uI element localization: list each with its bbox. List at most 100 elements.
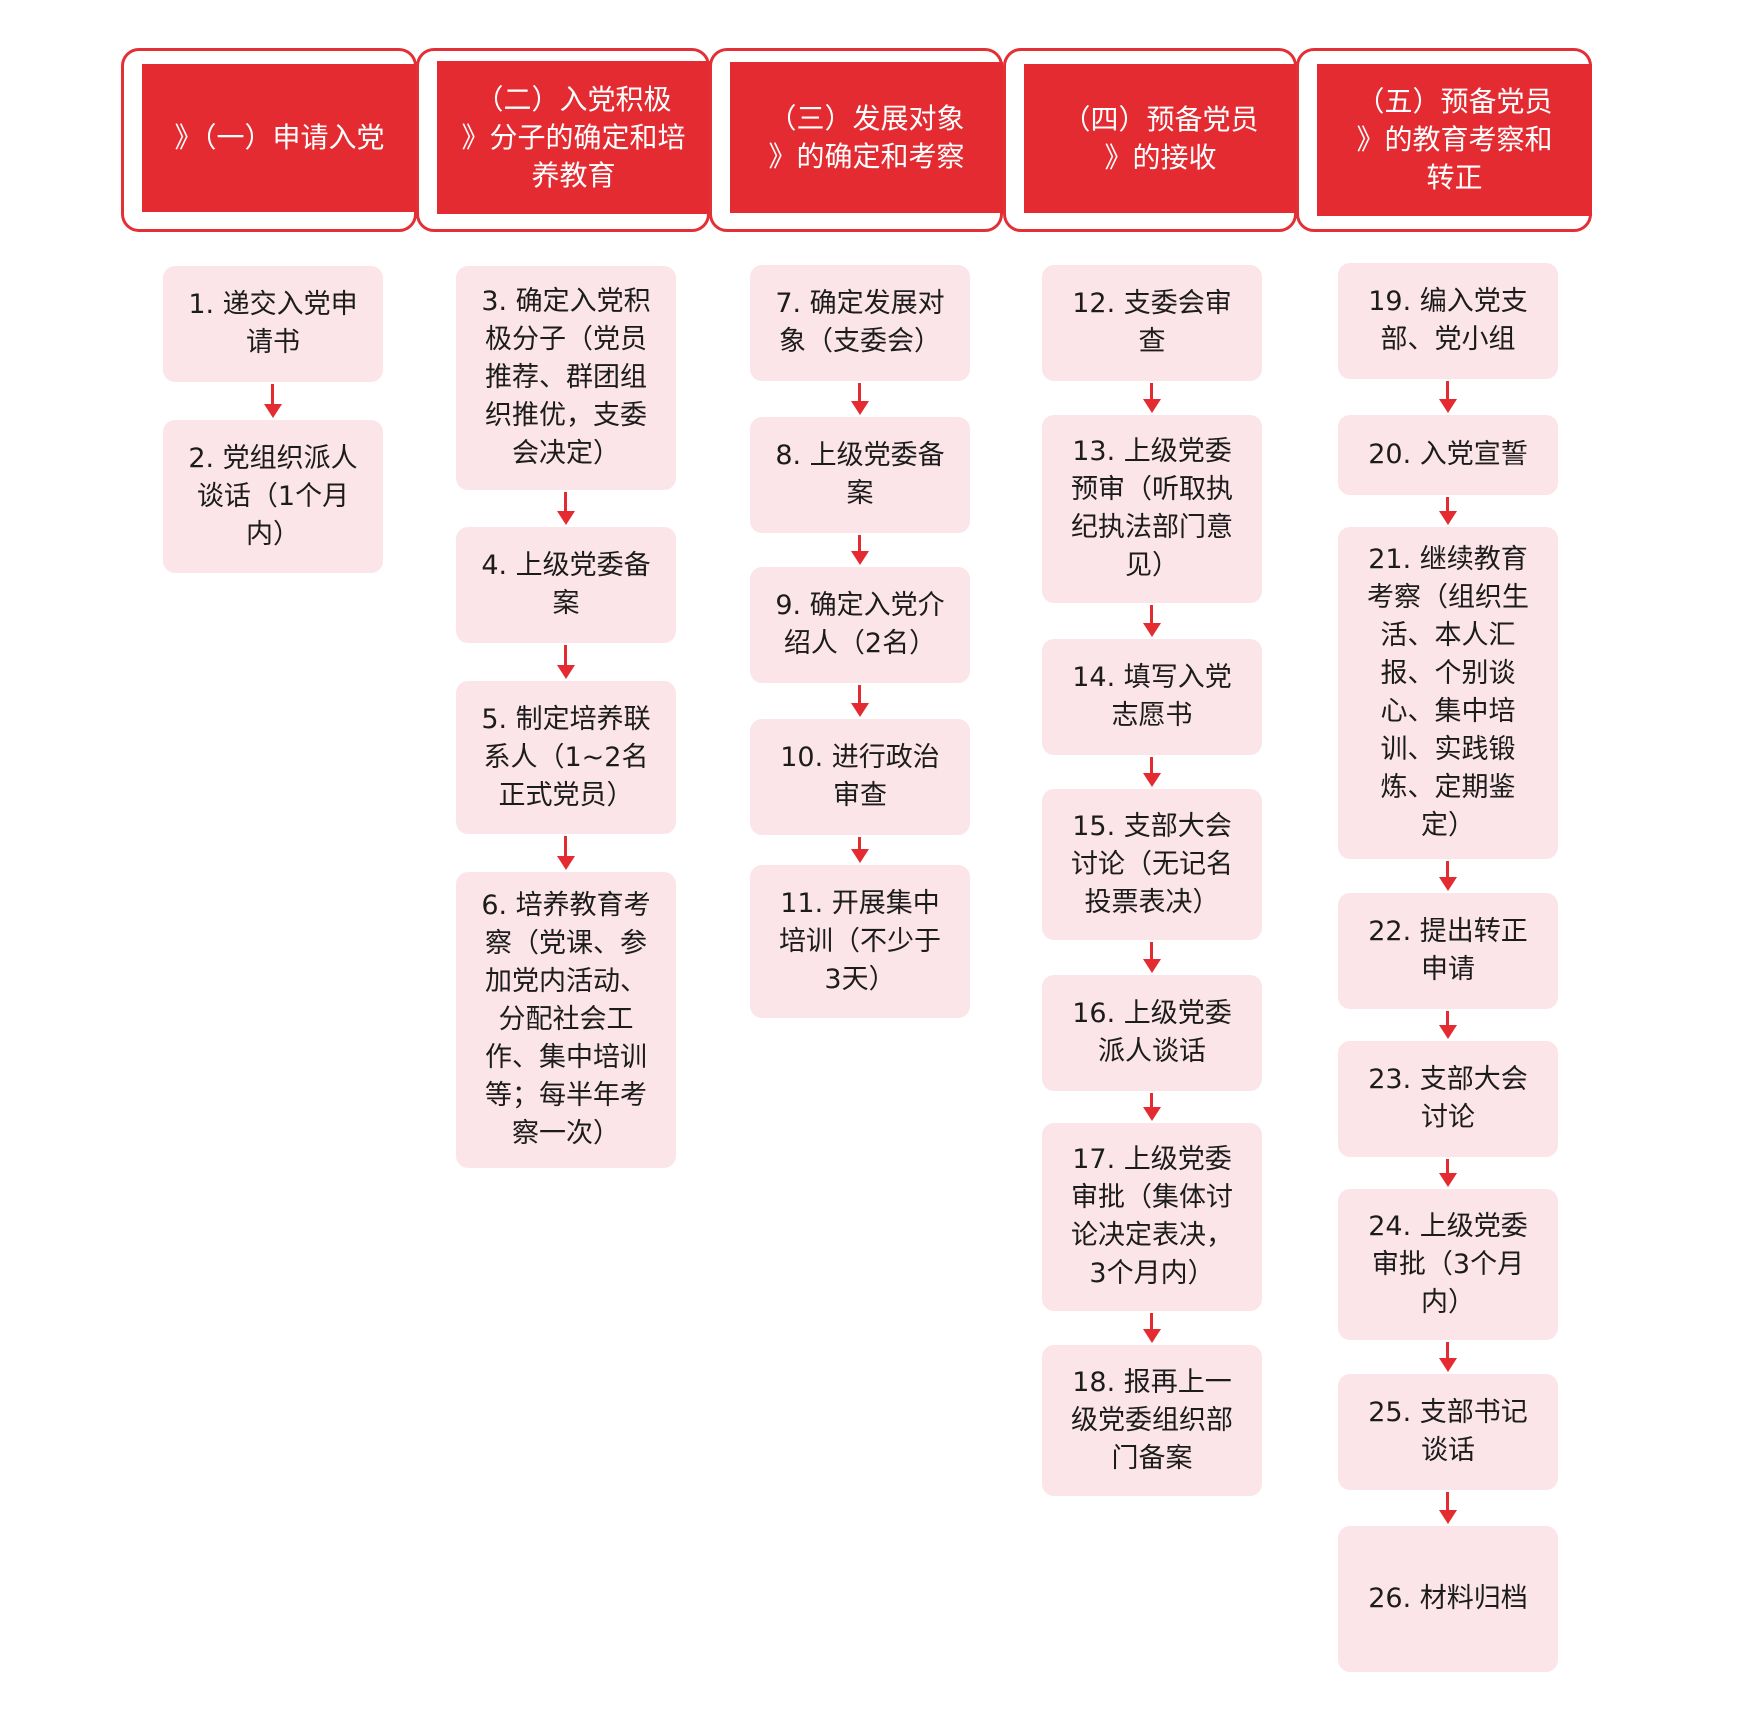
arrow-shaft <box>1150 942 1153 961</box>
step-label: 4. 上级党委备案 <box>481 550 651 619</box>
step-box: 13. 上级党委预审（听取执纪执法部门意见） <box>1042 415 1262 603</box>
step-box: 1. 递交入党申请书 <box>163 266 383 382</box>
arrow-head <box>557 511 575 525</box>
arrow-head <box>1143 623 1161 637</box>
arrow-head <box>1439 1510 1457 1524</box>
step-label: 19. 编入党支部、党小组 <box>1368 286 1528 355</box>
flow-arrow <box>1142 605 1162 637</box>
step-label: 25. 支部书记谈话 <box>1368 1397 1528 1466</box>
step-label: 11. 开展集中培训（不少于3天） <box>779 887 941 995</box>
step-box: 21. 继续教育考察（组织生活、本人汇报、个别谈心、集中培训、实践锻炼、定期鉴定… <box>1338 527 1558 859</box>
arrow-shaft <box>1150 605 1153 625</box>
arrow-head <box>851 401 869 415</box>
flow-arrow <box>1142 757 1162 787</box>
flow-arrow <box>263 384 283 418</box>
flow-arrow <box>1142 1313 1162 1343</box>
step-box: 18. 报再上一级党委组织部门备案 <box>1042 1345 1262 1496</box>
step-box: 17. 上级党委审批（集体讨论决定表决，3个月内） <box>1042 1123 1262 1311</box>
arrow-shaft <box>271 384 274 406</box>
step-box: 25. 支部书记谈话 <box>1338 1374 1558 1490</box>
arrow-shaft <box>858 383 861 403</box>
flow-arrow <box>1438 1159 1458 1187</box>
step-label: 23. 支部大会讨论 <box>1368 1064 1528 1133</box>
arrow-shaft <box>1446 497 1449 513</box>
step-box: 14. 填写入党志愿书 <box>1042 639 1262 755</box>
arrow-head <box>1143 959 1161 973</box>
step-box: 12. 支委会审查 <box>1042 265 1262 381</box>
arrow-head <box>1439 399 1457 413</box>
step-label: 3. 确定入党积极分子（党员推荐、群团组织推优，支委会决定） <box>481 286 651 469</box>
arrow-shaft <box>1150 757 1153 775</box>
stage-title: （三）发展对象 》的确定和考察 <box>768 101 965 173</box>
arrow-head <box>851 849 869 863</box>
arrow-head <box>264 404 282 418</box>
step-label: 21. 继续教育考察（组织生活、本人汇报、个别谈心、集中培训、实践锻炼、定期鉴定… <box>1367 544 1529 841</box>
arrow-shaft <box>1446 381 1449 401</box>
step-label: 22. 提出转正申请 <box>1368 916 1528 985</box>
step-label: 1. 递交入党申请书 <box>188 289 358 358</box>
arrow-shaft <box>1446 1342 1449 1360</box>
flow-arrow <box>556 836 576 870</box>
step-box: 24. 上级党委审批（3个月内） <box>1338 1189 1558 1340</box>
stage-title: （五）预备党员 》的教育考察和 转正 <box>1356 85 1553 194</box>
step-box: 15. 支部大会讨论（无记名投票表决） <box>1042 789 1262 940</box>
arrow-head <box>1439 1025 1457 1039</box>
arrow-head <box>1439 877 1457 891</box>
flow-arrow <box>1438 1492 1458 1524</box>
step-label: 24. 上级党委审批（3个月内） <box>1368 1210 1528 1318</box>
arrow-head <box>851 703 869 717</box>
arrow-shaft <box>1446 861 1449 879</box>
step-box: 10. 进行政治审查 <box>750 719 970 835</box>
arrow-head <box>851 551 869 565</box>
step-label: 16. 上级党委派人谈话 <box>1072 998 1232 1067</box>
step-box: 8. 上级党委备案 <box>750 417 970 533</box>
step-label: 26. 材料归档 <box>1368 1583 1528 1614</box>
step-box: 5. 制定培养联系人（1~2名正式党员） <box>456 681 676 834</box>
step-box: 26. 材料归档 <box>1338 1526 1558 1672</box>
arrow-head <box>1143 1329 1161 1343</box>
arrow-head <box>1439 1173 1457 1187</box>
step-label: 10. 进行政治审查 <box>780 742 940 811</box>
step-label: 5. 制定培养联系人（1~2名正式党员） <box>481 703 651 811</box>
stage-header: 》（一）申请入党 <box>142 64 417 212</box>
step-box: 16. 上级党委派人谈话 <box>1042 975 1262 1091</box>
step-box: 2. 党组织派人谈话（1个月内） <box>163 420 383 573</box>
arrow-head <box>557 856 575 870</box>
stage-header: （五）预备党员 》的教育考察和 转正 <box>1317 64 1592 216</box>
arrow-head <box>1439 511 1457 525</box>
step-label: 6. 培养教育考察（党课、参加党内活动、分配社会工作、集中培训等；每半年考察一次… <box>481 890 651 1149</box>
flow-arrow <box>1142 383 1162 413</box>
step-label: 2. 党组织派人谈话（1个月内） <box>188 442 358 550</box>
arrow-shaft <box>1446 1011 1449 1027</box>
step-box: 3. 确定入党积极分子（党员推荐、群团组织推优，支委会决定） <box>456 266 676 490</box>
arrow-shaft <box>1446 1492 1449 1512</box>
step-box: 23. 支部大会讨论 <box>1338 1041 1558 1157</box>
arrow-shaft <box>564 836 567 858</box>
step-label: 17. 上级党委审批（集体讨论决定表决，3个月内） <box>1071 1144 1233 1289</box>
arrow-shaft <box>1150 1093 1153 1109</box>
arrow-head <box>557 665 575 679</box>
arrow-shaft <box>1150 383 1153 401</box>
flow-arrow <box>850 685 870 717</box>
step-box: 22. 提出转正申请 <box>1338 893 1558 1009</box>
stage-title: 》（一）申请入党 <box>174 121 385 154</box>
arrow-head <box>1143 399 1161 413</box>
flow-arrow <box>1142 1093 1162 1121</box>
step-label: 20. 入党宣誓 <box>1368 439 1528 470</box>
arrow-shaft <box>858 685 861 705</box>
step-box: 4. 上级党委备案 <box>456 527 676 643</box>
stage-title: （二）入党积极 》分子的确定和培 养教育 <box>461 82 686 192</box>
flow-arrow <box>1438 1342 1458 1372</box>
step-label: 14. 填写入党志愿书 <box>1072 662 1232 731</box>
step-box: 19. 编入党支部、党小组 <box>1338 263 1558 379</box>
arrow-shaft <box>564 492 567 513</box>
arrow-head <box>1143 1107 1161 1121</box>
arrow-shaft <box>1150 1313 1153 1331</box>
flow-arrow <box>1438 1011 1458 1039</box>
flow-arrow <box>556 492 576 525</box>
flow-arrow <box>850 383 870 415</box>
step-label: 13. 上级党委预审（听取执纪执法部门意见） <box>1071 436 1233 581</box>
flow-arrow <box>1438 861 1458 891</box>
flow-arrow <box>1438 381 1458 413</box>
